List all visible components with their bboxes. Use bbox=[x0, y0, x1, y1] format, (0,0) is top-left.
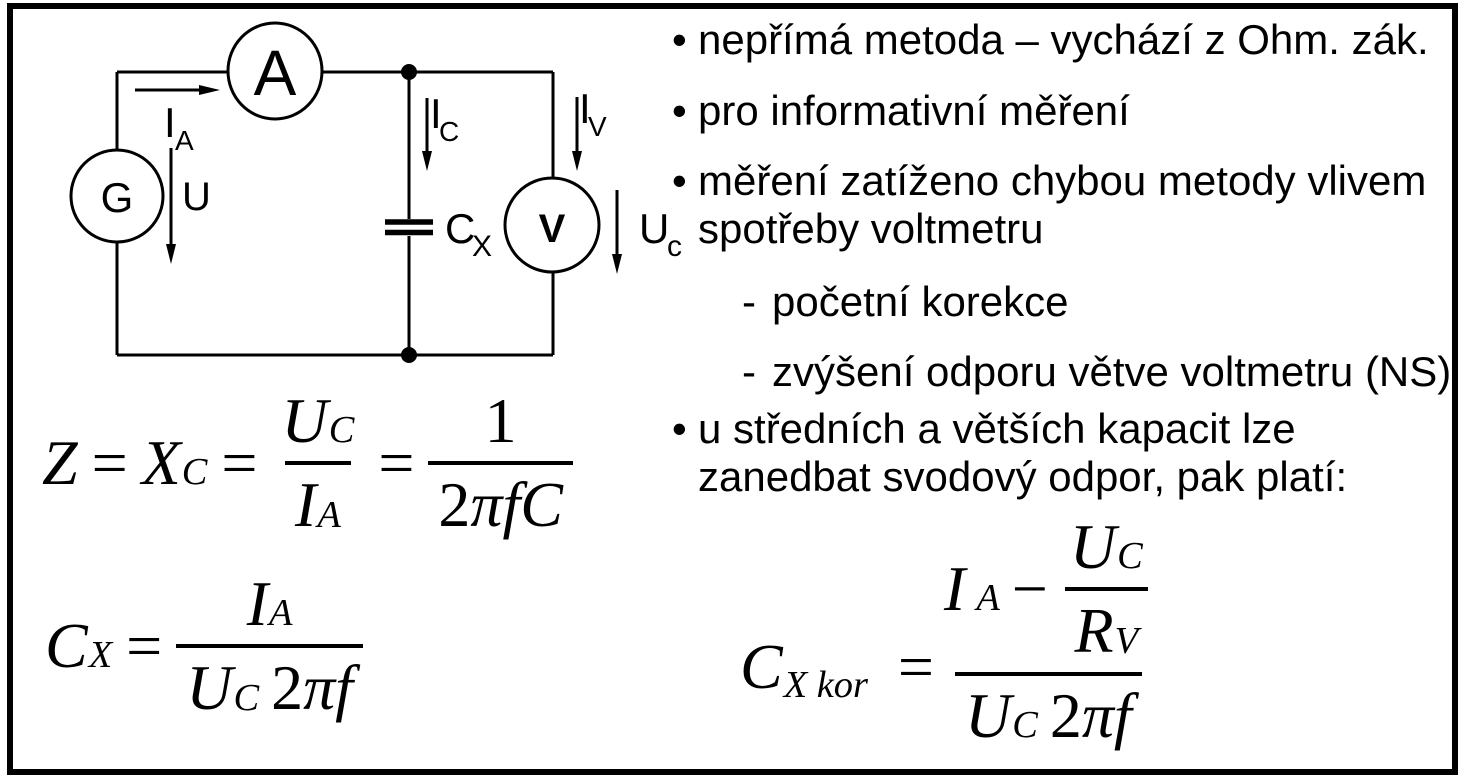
bullet-item: • u středních a větších kapacit lze zane… bbox=[672, 405, 1347, 501]
current-arrow-ia bbox=[135, 85, 220, 95]
equals-sign: = bbox=[126, 610, 163, 682]
circuit-wires bbox=[69, 21, 601, 357]
label-voltage-uc-sub: c bbox=[667, 230, 682, 263]
slide-frame bbox=[7, 3, 1458, 775]
circuit-diagram: A G V I A U I C C X I V U c bbox=[69, 21, 682, 363]
formula-token: Z bbox=[42, 427, 78, 499]
generator-label: G bbox=[101, 174, 134, 221]
formula-lhs: CX kor = bbox=[740, 631, 948, 706]
formula-subscript: C bbox=[1117, 535, 1143, 578]
bullet-text: pro informativní měření bbox=[698, 87, 1130, 134]
label-current-ic: I bbox=[430, 90, 442, 137]
label-capacitor: C bbox=[445, 205, 475, 252]
formula-token: πf bbox=[1081, 679, 1132, 751]
bullet-text: nepřímá metoda – vychází z Ohm. zák. bbox=[698, 16, 1429, 63]
voltage-arrow-u bbox=[166, 148, 176, 264]
dash-marker: - bbox=[742, 278, 756, 325]
ammeter-circle bbox=[226, 21, 324, 121]
label-current-iv: I bbox=[579, 85, 591, 132]
formula-token: πf bbox=[303, 652, 353, 724]
formula-token: X bbox=[141, 427, 181, 499]
formula-subscript: A bbox=[317, 493, 341, 536]
equals-sign: = bbox=[221, 427, 258, 499]
label-voltage-uc: U bbox=[639, 205, 669, 252]
bullet-text: zanedbat svodový odpor, pak platí: bbox=[698, 453, 1348, 500]
formula-subscript: A bbox=[269, 592, 293, 635]
bullet-item: • nepřímá metoda – vychází z Ohm. zák. bbox=[672, 16, 1429, 64]
formula-subscript: X bbox=[88, 634, 113, 677]
formula-subscript: V bbox=[1114, 619, 1139, 662]
formula-token: U bbox=[965, 679, 1012, 751]
label-current-ia-sub: A bbox=[175, 125, 194, 156]
label-current-iv-sub: V bbox=[588, 111, 607, 142]
formula-token: 1 bbox=[484, 385, 517, 456]
formula-token: U bbox=[1069, 511, 1117, 582]
formula-token: I bbox=[246, 568, 268, 639]
label-current-ic-sub: C bbox=[439, 116, 459, 147]
formula-token: C bbox=[45, 610, 88, 682]
formula-token: 2 bbox=[1049, 679, 1082, 751]
bullet-item: • měření zatíženo chybou metody vlivem s… bbox=[672, 157, 1426, 253]
junction-dots bbox=[401, 64, 417, 363]
bullet-text: měření zatíženo chybou metody vlivem bbox=[698, 157, 1427, 204]
label-current-ia: I bbox=[164, 99, 176, 146]
equals-sign: = bbox=[378, 427, 415, 499]
bullet-marker: • bbox=[672, 87, 687, 134]
voltmeter-circle bbox=[503, 176, 601, 274]
formula-token: I bbox=[295, 469, 317, 541]
voltage-arrow-uc bbox=[612, 190, 622, 274]
formula-subscript: X kor bbox=[783, 664, 868, 707]
formula-subscript: C bbox=[233, 676, 260, 719]
voltmeter-label: V bbox=[539, 207, 566, 251]
capacitor-plates bbox=[385, 219, 433, 236]
formula-token: 2 bbox=[438, 469, 471, 541]
sub-bullet-text: početní korekce bbox=[772, 278, 1069, 325]
formula-token: U bbox=[281, 385, 328, 456]
formula-subscript: C bbox=[181, 451, 208, 494]
current-arrow-iv bbox=[572, 97, 582, 171]
sub-bullet-item: - zvýšení odporu větve voltmetru (NS) bbox=[742, 348, 1451, 396]
formula-token: 2 bbox=[271, 652, 304, 724]
formula-token: R bbox=[1074, 595, 1114, 667]
label-voltage-u: U bbox=[182, 175, 211, 219]
formula-token: I bbox=[944, 553, 966, 625]
minus-sign: − bbox=[1011, 553, 1048, 625]
formula-subscript: C bbox=[1012, 704, 1038, 747]
sub-bullet-item: - početní korekce bbox=[742, 278, 1069, 326]
bullet-marker: • bbox=[672, 157, 687, 204]
current-arrow-ic bbox=[422, 98, 432, 171]
sub-bullet-text: zvýšení odporu větve voltmetru (NS) bbox=[772, 348, 1452, 395]
formula-token: πfC bbox=[470, 469, 563, 541]
equals-sign: = bbox=[91, 427, 128, 499]
bullet-marker: • bbox=[672, 405, 687, 452]
ammeter-label: A bbox=[254, 37, 297, 109]
dash-marker: - bbox=[742, 348, 756, 395]
label-capacitor-sub: X bbox=[472, 230, 492, 263]
bullet-text: u středních a větších kapacit lze bbox=[698, 405, 1296, 452]
equals-sign: = bbox=[897, 631, 935, 702]
bullet-text: spotřeby voltmetru bbox=[698, 205, 1044, 252]
formula-subscript: A bbox=[976, 577, 1000, 620]
formula-token: C bbox=[740, 631, 783, 702]
formula-subscript: C bbox=[328, 409, 355, 452]
generator-circle bbox=[69, 148, 165, 244]
bullet-marker: • bbox=[672, 16, 687, 63]
bullet-item: • pro informativní měření bbox=[672, 87, 1130, 135]
formula-token: U bbox=[186, 652, 233, 724]
